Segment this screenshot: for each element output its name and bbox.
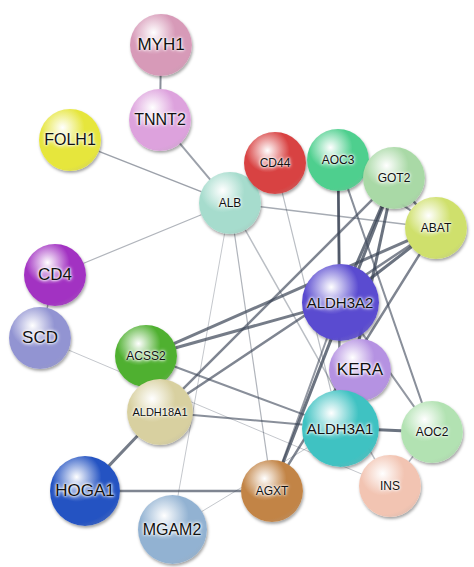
protein-node: MYH1	[130, 14, 192, 76]
protein-node: SCD	[9, 307, 71, 369]
protein-label: ALDH3A1	[307, 420, 374, 437]
interaction-edge	[378, 428, 401, 432]
protein-label: CD4	[38, 265, 72, 285]
interaction-edge	[109, 436, 137, 466]
interaction-edge	[187, 245, 410, 393]
interaction-edge	[175, 367, 304, 415]
interaction-edge	[180, 144, 210, 180]
protein-node: AOC3	[307, 129, 369, 191]
protein-node: ALDH18A1	[127, 379, 193, 445]
protein-label: FOLH1	[44, 131, 96, 149]
protein-label: ALDH18A1	[132, 406, 187, 418]
protein-label: CD44	[260, 156, 291, 170]
protein-label: HOGA1	[55, 481, 115, 501]
protein-node: HOGA1	[50, 456, 120, 526]
protein-node: ACSS2	[115, 325, 177, 387]
interaction-edge	[120, 490, 241, 493]
protein-label: KERA	[337, 360, 383, 380]
protein-label: SCD	[22, 328, 58, 348]
protein-label: TNNT2	[134, 111, 186, 129]
interaction-edge	[178, 234, 225, 496]
protein-label: INS	[380, 479, 400, 493]
protein-label: MYH1	[137, 35, 184, 55]
protein-label: MGAM2	[143, 521, 202, 539]
interaction-edge	[84, 215, 202, 263]
protein-node: TNNT2	[129, 89, 191, 151]
protein-label: ALB	[219, 196, 242, 210]
protein-label: AOC3	[322, 153, 355, 167]
interaction-edge	[409, 456, 413, 461]
protein-label: ABAT	[421, 221, 451, 235]
protein-label: GOT2	[378, 171, 411, 185]
interaction-edge	[288, 254, 419, 464]
interaction-edge	[99, 151, 201, 191]
protein-node: CD44	[244, 132, 306, 194]
protein-label: AOC2	[416, 425, 449, 439]
protein-node: ALDH3A2	[302, 264, 379, 341]
protein-node: AOC2	[401, 401, 463, 463]
protein-label: AGXT	[256, 484, 289, 498]
interaction-edge	[234, 234, 267, 461]
protein-node: FOLH1	[39, 109, 101, 171]
protein-label: ACSS2	[126, 349, 165, 363]
protein-node: MGAM2	[138, 495, 207, 564]
protein-node: ALDH3A1	[302, 390, 379, 467]
interaction-edge	[193, 415, 302, 425]
protein-node: INS	[359, 455, 421, 517]
interaction-edge	[159, 76, 161, 89]
protein-node: AGXT	[241, 460, 303, 522]
protein-node: CD4	[24, 244, 86, 306]
protein-node: GOT2	[363, 147, 425, 209]
protein-label: ALDH3A2	[307, 294, 374, 311]
protein-node: ABAT	[405, 197, 467, 259]
